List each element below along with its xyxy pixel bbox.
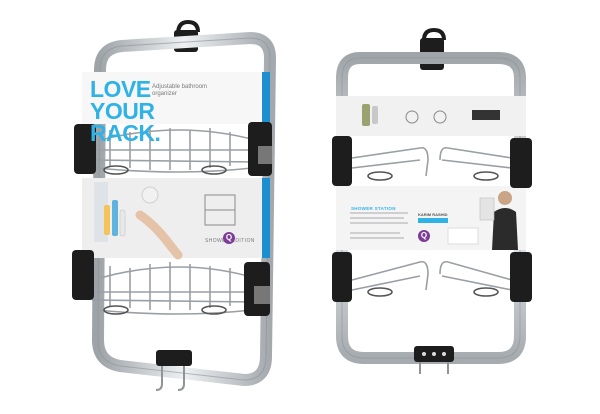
back-upper-clamps — [332, 136, 532, 188]
front-middle-card — [82, 178, 270, 260]
back-brand-logo: Q — [418, 230, 430, 242]
front-bottom-hooks — [155, 350, 192, 391]
back-middle-card — [336, 186, 526, 250]
back-lower-basket — [351, 260, 513, 297]
headline-line-1: LOVE — [90, 76, 151, 102]
front-upper-basket — [90, 128, 258, 175]
headline-line-2: YOUR RACK. — [90, 98, 161, 146]
back-bottom-hooks — [414, 346, 454, 374]
back-designer-brand: KARIM RASHID — [418, 212, 448, 217]
package-subhead: Adjustable bathroom organizer — [152, 84, 208, 97]
back-top-card — [336, 96, 526, 136]
back-package — [332, 27, 532, 374]
back-section-title: SHOWER STATION — [351, 206, 396, 211]
front-package — [72, 19, 277, 391]
back-upper-basket — [351, 146, 513, 181]
back-lower-clamps — [332, 252, 532, 302]
front-lower-clamps — [72, 250, 270, 316]
brand-logo: Q — [223, 232, 235, 244]
back-frame — [336, 52, 526, 364]
front-upper-clamps — [74, 122, 272, 176]
front-frame — [91, 31, 277, 387]
front-top-card — [82, 72, 270, 124]
package-headline: LOVE YOUR RACK. — [90, 76, 220, 146]
front-lower-basket — [90, 262, 258, 315]
